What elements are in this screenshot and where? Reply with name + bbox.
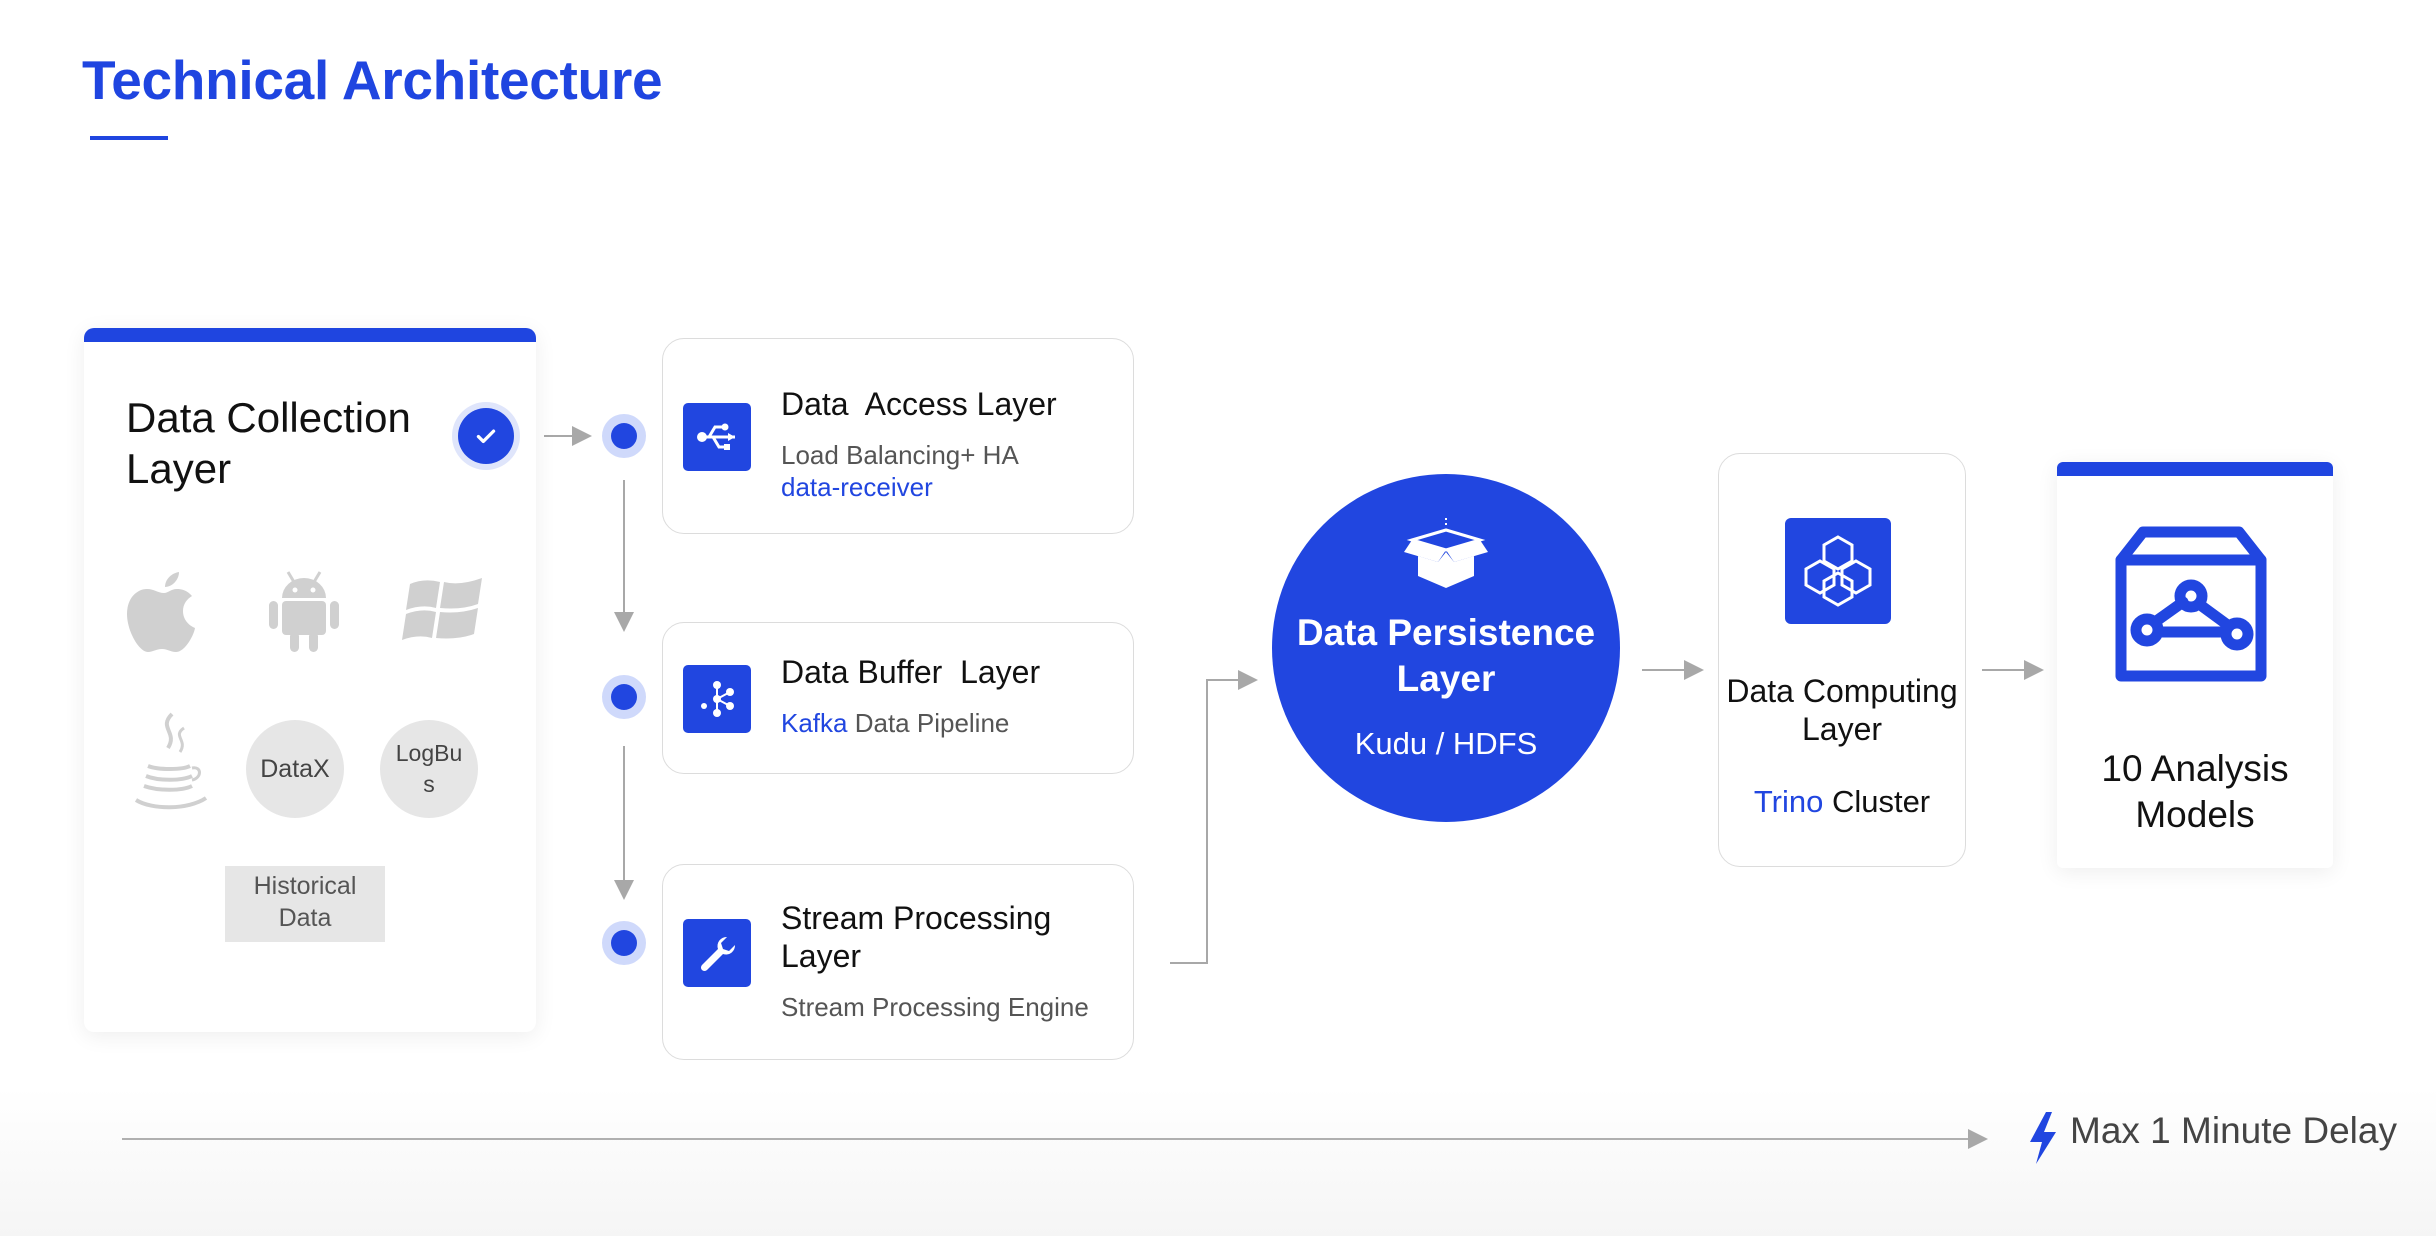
persistence-sub: Kudu / HDFS xyxy=(1354,726,1538,761)
usb-icon xyxy=(683,403,751,471)
stream-layer-sub: Stream Processing Engine xyxy=(781,992,1089,1022)
models-title: 10 Analysis Models xyxy=(2101,748,2289,835)
buffer-layer-sub: Kafka Data Pipeline xyxy=(781,707,1009,739)
data-collection-card: Data Collection Layer xyxy=(84,328,536,1032)
access-layer-line2: data-receiver xyxy=(781,472,933,502)
cluster-icon xyxy=(1785,518,1891,624)
datax-chip: DataX xyxy=(246,720,344,818)
flow-node-buffer xyxy=(602,675,646,719)
box-icon xyxy=(1404,514,1488,599)
flow-node-access xyxy=(602,414,646,458)
card-accent-bar xyxy=(2057,462,2333,476)
windows-icon xyxy=(402,566,482,656)
card-accent-bar xyxy=(84,328,536,342)
data-buffer-layer-card: Data Buffer Layer Kafka Data Pipeline xyxy=(662,622,1134,774)
kafka-icon xyxy=(683,665,751,733)
analysis-models-card: 10 Analysis Models xyxy=(2057,462,2333,868)
access-layer-line1: Load Balancing+ HA xyxy=(781,440,1019,470)
logbus-chip: LogBu s xyxy=(380,720,478,818)
collection-title: Data Collection Layer xyxy=(126,394,411,492)
delay-label: Max 1 Minute Delay xyxy=(2070,1110,2397,1151)
java-icon xyxy=(128,708,208,818)
stream-layer-title: Stream Processing Layer xyxy=(781,900,1052,974)
data-computing-layer-card: Data Computing Layer Trino Cluster xyxy=(1718,453,1966,867)
computing-sub: Trino Cluster xyxy=(1719,784,1965,820)
data-persistence-layer: Data Persistence Layer Kudu / HDFS xyxy=(1272,474,1620,822)
lightning-icon xyxy=(2026,1112,2060,1169)
title-underline xyxy=(90,136,168,140)
apple-icon xyxy=(124,566,204,656)
android-icon xyxy=(264,566,344,656)
stream-processing-layer-card: Stream Processing Layer Stream Processin… xyxy=(662,864,1134,1060)
arrow-stream-to-persistence xyxy=(1170,670,1258,964)
analytics-icon xyxy=(2113,526,2269,691)
check-icon xyxy=(458,408,514,464)
pipeline-label: Data Pipeline xyxy=(847,708,1010,738)
wrench-icon xyxy=(683,919,751,987)
data-access-layer-card: Data Access Layer Load Balancing+ HA dat… xyxy=(662,338,1134,534)
access-layer-title: Data Access Layer xyxy=(781,386,1057,422)
historical-data-label: Historical Data xyxy=(225,866,385,942)
computing-title: Data Computing Layer xyxy=(1726,673,1958,747)
buffer-layer-title: Data Buffer Layer xyxy=(781,654,1041,690)
kafka-label: Kafka xyxy=(781,708,848,738)
flow-node-stream xyxy=(602,921,646,965)
persistence-title: Data Persistence Layer xyxy=(1296,612,1596,699)
cluster-label: Cluster xyxy=(1823,784,1931,819)
trino-label: Trino xyxy=(1753,784,1824,819)
page-title: Technical Architecture xyxy=(82,49,663,111)
